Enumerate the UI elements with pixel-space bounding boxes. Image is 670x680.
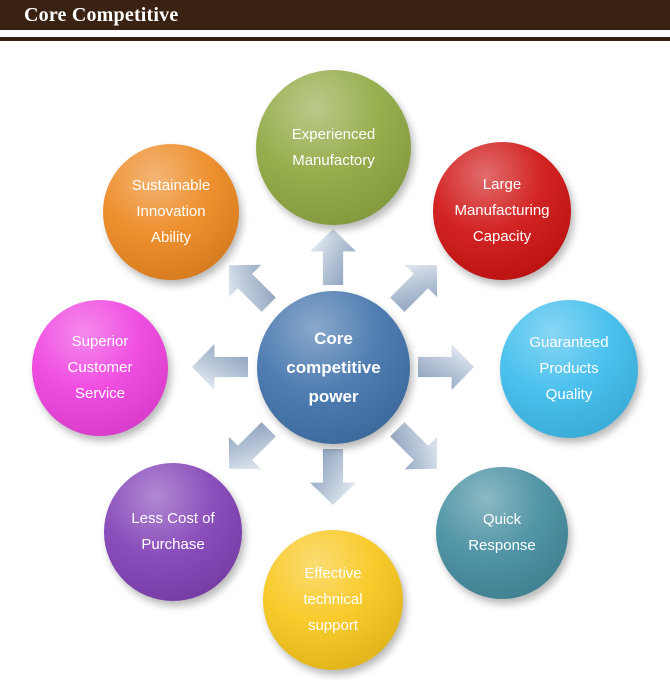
arrow-up-left-icon xyxy=(213,249,285,321)
node-guaranteed-products-quality: Guaranteed Products Quality xyxy=(500,300,638,438)
center-label-line: competitive xyxy=(286,358,381,377)
node-label-line: Products xyxy=(539,360,599,377)
node-core-competitive-power: Core competitive power xyxy=(257,291,410,444)
node-label-line: Experienced xyxy=(291,125,376,143)
arrow-down-left-icon xyxy=(213,413,285,485)
node-effective-technical-support: Effective technical support xyxy=(263,530,403,670)
node-label-line: Manufactory xyxy=(292,151,375,169)
center-label-line: power xyxy=(308,387,359,406)
arrow-up-right-icon xyxy=(381,249,453,321)
node-less-cost-of-purchase: Less Cost of Purchase xyxy=(104,463,242,601)
arrow-down-icon xyxy=(310,449,356,505)
node-label-line: Quality xyxy=(545,386,593,403)
arrow-right-icon xyxy=(418,344,474,390)
node-label-line: Superior xyxy=(71,333,129,350)
node-label-line: support xyxy=(307,617,359,634)
arrow-down-right-icon xyxy=(381,413,453,485)
node-label-line: Quick xyxy=(482,511,522,528)
node-label-line: technical xyxy=(303,591,363,608)
node-label-line: Customer xyxy=(67,359,133,376)
node-label-line: Less Cost of xyxy=(131,510,215,527)
node-superior-customer-service: Superior Customer Service xyxy=(32,300,168,436)
node-label-line: Ability xyxy=(150,229,191,246)
node-quick-response: Quick Response xyxy=(436,467,568,599)
node-label-line: Response xyxy=(468,537,536,554)
center-label-line: Core xyxy=(314,329,353,348)
node-label-line: Guaranteed xyxy=(529,334,609,351)
node-label-line: Purchase xyxy=(141,536,205,553)
node-label-line: Large xyxy=(482,176,522,193)
arrow-up-icon xyxy=(310,229,356,285)
page-title: Core Competitive xyxy=(24,3,179,26)
node-sustainable-innovation-ability: Sustainable Innovation Ability xyxy=(103,144,239,280)
header-divider xyxy=(0,37,670,41)
node-label-line: Capacity xyxy=(472,228,532,245)
node-label-line: Sustainable xyxy=(131,177,211,194)
node-label-line: Effective xyxy=(304,565,362,582)
node-label-line: Innovation xyxy=(136,203,206,220)
node-large-manufacturing-capacity: Large Manufacturing Capacity xyxy=(433,142,571,280)
node-label-line: Manufacturing xyxy=(454,202,550,219)
node-label-line: Service xyxy=(74,385,126,402)
arrow-left-icon xyxy=(192,344,248,390)
node-experienced-manufactory: Experienced Manufactory xyxy=(256,70,411,225)
header-bar: Core Competitive xyxy=(0,0,670,30)
